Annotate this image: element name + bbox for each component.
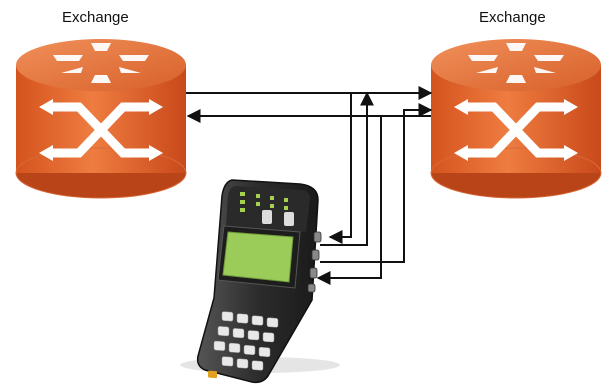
exchange-right-label: Exchange bbox=[479, 9, 546, 26]
tap-1 bbox=[328, 93, 352, 244]
exchange-left-icon bbox=[16, 39, 186, 198]
return-1 bbox=[320, 91, 374, 246]
handheld-tester-icon bbox=[180, 179, 340, 384]
return-2 bbox=[320, 103, 433, 263]
tap-2 bbox=[316, 116, 382, 285]
exchange-right-icon bbox=[431, 39, 601, 198]
connection-lines bbox=[186, 86, 433, 285]
exchange-left-label: Exchange bbox=[62, 9, 129, 26]
